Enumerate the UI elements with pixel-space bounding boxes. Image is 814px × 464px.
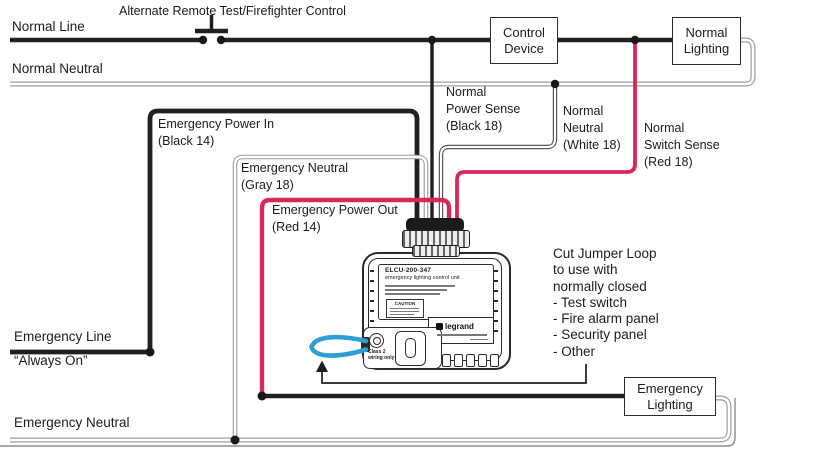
emergency-lighting-box: Emergency Lighting — [624, 377, 716, 416]
alternate-control-label: Alternate Remote Test/Firefighter Contro… — [119, 4, 346, 18]
cable-gland-nut — [406, 218, 464, 232]
vent-slot — [454, 354, 463, 367]
vent-slot — [442, 354, 451, 367]
cut-jumper-note: Cut Jumper Loop to use with normally clo… — [553, 246, 659, 359]
device-label: ELCU-200-347 emergency lighting control … — [378, 264, 494, 320]
normal-neutral-white-label: Normal Neutral (White 18) — [563, 104, 621, 152]
button-slot — [405, 338, 416, 358]
device-button — [395, 331, 426, 366]
normal-lighting-box: Normal Lighting — [672, 17, 741, 65]
caution-box: CAUTION — [386, 299, 424, 318]
emergency-neutral-outer-line — [0, 398, 736, 447]
vent-slot — [478, 354, 487, 367]
class2-note: Class 2 wiring only — [368, 349, 395, 361]
cable-gland-collar — [412, 245, 460, 257]
junction-dot — [257, 391, 267, 401]
device-left-ribs — [370, 270, 374, 332]
emergency-power-in-wire — [147, 108, 420, 352]
junction-dot — [630, 35, 640, 45]
junction-dot — [427, 35, 437, 45]
caution-text: CAUTION — [394, 301, 416, 306]
junction-dot — [145, 347, 155, 357]
normal-neutral-label: Normal Neutral — [12, 61, 103, 76]
emergency-power-out-wire — [259, 197, 452, 396]
jumper-arrowhead-icon — [316, 360, 328, 372]
emergency-line-label: Emergency Line — [14, 329, 112, 344]
always-on-label: “Always On” — [14, 353, 88, 368]
device-subtitle-text: emergency lighting control unit — [385, 275, 460, 281]
emergency-power-out-label: Emergency Power Out (Red 14) — [272, 203, 398, 234]
brand-square-icon — [436, 323, 443, 330]
switch-contact-dot — [216, 35, 226, 45]
vent-slot — [466, 354, 475, 367]
junction-dot — [550, 79, 560, 89]
control-device-box: Control Device — [490, 17, 558, 64]
brand-text: legrand — [445, 322, 474, 331]
brand-logo: legrand — [436, 322, 474, 331]
switch-contact-dot — [198, 35, 208, 45]
normal-power-sense-label: Normal Power Sense (Black 18) — [446, 85, 521, 133]
emergency-neutral-label: Emergency Neutral — [14, 415, 130, 430]
normal-switch-sense-label: Normal Switch Sense (Red 18) — [644, 121, 720, 169]
device-model-text: ELCU-200-347 — [385, 267, 432, 274]
device-right-ribs — [494, 270, 498, 332]
emergency-neutral-gray-label: Emergency Neutral (Gray 18) — [241, 161, 348, 192]
jumper-pointer-line — [321, 364, 587, 384]
emergency-power-in-label: Emergency Power In (Black 14) — [158, 117, 275, 148]
normal-switch-sense-wire — [455, 40, 637, 226]
vent-slot — [490, 354, 499, 367]
normal-line-label: Normal Line — [12, 19, 85, 34]
junction-dot — [230, 435, 240, 445]
jumper-loop-wire — [309, 334, 369, 358]
